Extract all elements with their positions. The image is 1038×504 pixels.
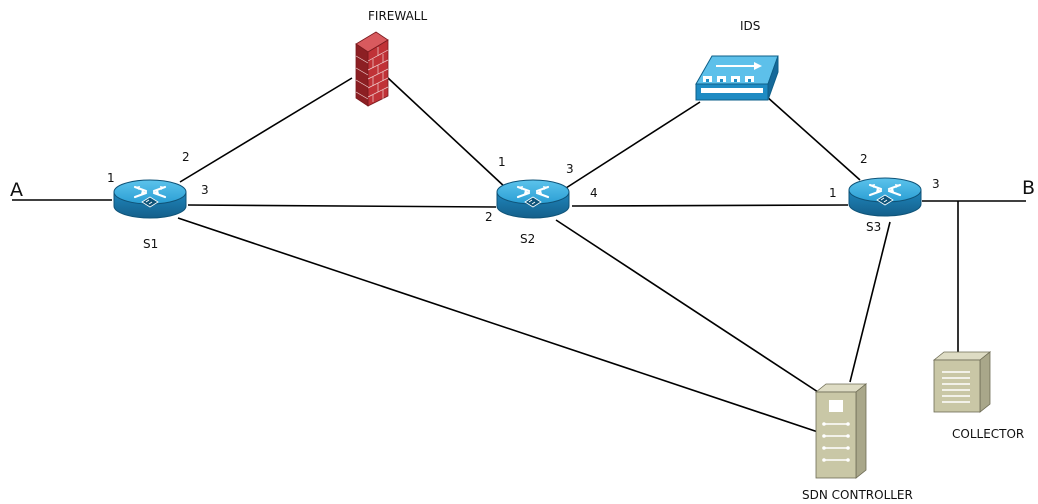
- router-icon: [495, 178, 571, 220]
- link-s2-controller: [555, 219, 819, 393]
- switch-s2-port-2: 2: [485, 210, 493, 224]
- endpoint-a-label: A: [10, 179, 23, 201]
- switch-s2-port-3: 3: [566, 162, 574, 176]
- switch-s1: S1 1 2 3: [107, 150, 209, 251]
- link-s1-s2: [187, 204, 497, 208]
- switch-s2-label: S2: [520, 232, 535, 246]
- switch-s2-port-1: 1: [498, 155, 506, 169]
- router-icon: [847, 176, 923, 218]
- switch-s1-port-2: 2: [182, 150, 190, 164]
- link-s3-controller: [849, 221, 891, 383]
- firewall: FIREWALL: [355, 9, 427, 107]
- link-firewall-s2: [387, 77, 507, 189]
- server-icon: [932, 351, 992, 413]
- collector-label: COLLECTOR: [952, 427, 1024, 441]
- switch-s2: S2 1 2 3 4: [485, 155, 598, 246]
- ids-label: IDS: [740, 19, 760, 33]
- switch-s3-label: S3: [866, 220, 881, 234]
- server-icon: [814, 383, 868, 479]
- firewall-icon: [355, 31, 389, 107]
- link-ids-s3: [765, 95, 861, 181]
- ids-icon: [695, 55, 779, 101]
- link-s1-controller: [177, 217, 819, 433]
- link-s1-firewall: [179, 77, 353, 183]
- switch-s2-port-4: 4: [590, 186, 598, 200]
- link-s2-ids: [565, 101, 701, 189]
- links: [12, 77, 1026, 433]
- switch-s1-port-3: 3: [201, 183, 209, 197]
- switch-s3: S3 1 2 3: [829, 152, 940, 234]
- endpoint-b-label: B: [1022, 177, 1035, 199]
- switch-s3-port-3: 3: [932, 177, 940, 191]
- sdn-controller-label: SDN CONTROLLER: [802, 488, 913, 502]
- firewall-label: FIREWALL: [368, 9, 427, 23]
- ids: IDS: [695, 19, 779, 101]
- collector: COLLECTOR: [932, 351, 1024, 441]
- switch-s3-port-1: 1: [829, 186, 837, 200]
- switch-s1-port-1: 1: [107, 171, 115, 185]
- switch-s1-label: S1: [143, 237, 158, 251]
- switch-s3-port-2: 2: [860, 152, 868, 166]
- sdn-controller: SDN CONTROLLER: [802, 383, 913, 502]
- link-s2-s3: [571, 204, 849, 207]
- router-icon: [112, 178, 188, 220]
